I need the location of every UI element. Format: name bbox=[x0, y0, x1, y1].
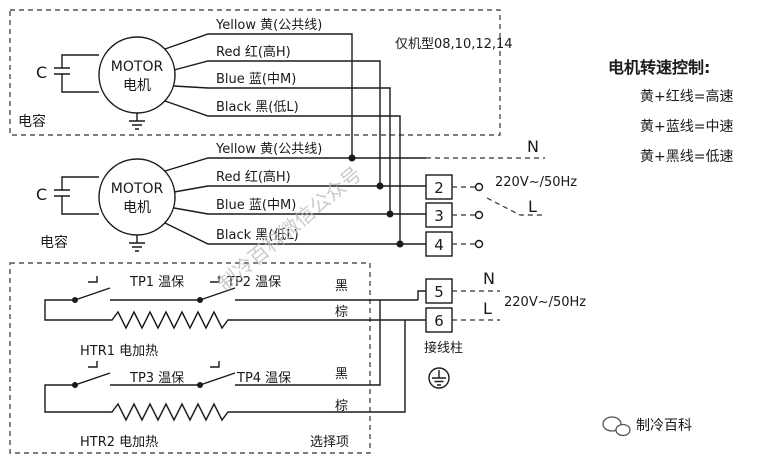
motor-bottom-symbol bbox=[98, 158, 176, 236]
htr2-resistor bbox=[44, 320, 406, 422]
heater-terminal-block: 5 6 N L 220V~/50Hz 接线柱 bbox=[417, 269, 586, 389]
wire-top-blue-label: Blue 蓝(中M) bbox=[216, 72, 296, 87]
wire-top-yellow bbox=[164, 33, 353, 158]
speed-legend: 电机转速控制: 黄+红线=高速 黄+蓝线=中速 黄+黑线=低速 bbox=[608, 58, 733, 165]
heater-enclosure bbox=[9, 262, 371, 454]
wire-bottom-red bbox=[173, 185, 426, 193]
motor-top-enclosure bbox=[9, 9, 501, 136]
htr1-resistor bbox=[44, 305, 418, 330]
htr1-label: HTR1 电加热 bbox=[80, 344, 158, 359]
motor-top: MOTOR 电机 C 电容 Yellow 黄(公共线) Red 红(高H) Bl… bbox=[18, 18, 513, 244]
motor-top-label-cn: 电机 bbox=[123, 78, 151, 94]
wire-top-black bbox=[164, 100, 401, 244]
motor-bottom: MOTOR 电机 C 电容 Yellow 黄(公共线) Red 红(高H) Bl… bbox=[36, 142, 426, 252]
model-note: 仅机型08,10,12,14 bbox=[395, 37, 513, 52]
htr2-label: HTR2 电加热 bbox=[80, 435, 158, 450]
legend-row-low: 黄+黑线=低速 bbox=[640, 148, 733, 165]
terminal-4 bbox=[425, 231, 453, 257]
tp2-label: TP2 温保 bbox=[226, 275, 281, 290]
optional-label: 选择项 bbox=[310, 435, 349, 450]
wechat-icon bbox=[602, 416, 622, 432]
wire-top-yellow-label: Yellow 黄(公共线) bbox=[215, 18, 322, 33]
legend-row-mid: 黄+蓝线=中速 bbox=[640, 118, 733, 135]
tp4-label: TP4 温保 bbox=[236, 371, 291, 386]
motor-terminal-block: 2 3 4 N L 220V~/50Hz bbox=[425, 137, 577, 257]
motor-power-l: L bbox=[528, 197, 537, 216]
htr1-black-label: 黑 bbox=[335, 279, 348, 294]
capacitor-bottom-letter: C bbox=[36, 185, 47, 204]
heater-htr1: TP1 温保 TP2 温保 HTR1 电加热 黑 棕 bbox=[44, 275, 418, 359]
switch-contact-low bbox=[474, 239, 484, 249]
speed-switch bbox=[486, 197, 545, 216]
wire-bottom-black-label: Black 黑(低L) bbox=[216, 228, 299, 243]
wire-bottom-black bbox=[164, 222, 426, 245]
ground-bottom-icon bbox=[129, 235, 145, 252]
wire-bottom-blue bbox=[173, 207, 426, 215]
htr2-brown-label: 棕 bbox=[335, 399, 348, 414]
wire-top-red bbox=[173, 60, 381, 186]
wire-bottom-yellow-label: Yellow 黄(公共线) bbox=[215, 142, 322, 157]
wire-bottom-red-label: Red 红(高H) bbox=[216, 169, 291, 185]
switch-contact-mid bbox=[474, 210, 484, 220]
terminal-4-label: 4 bbox=[434, 236, 444, 254]
terminal-block-label: 接线柱 bbox=[424, 340, 463, 356]
motor-power-n: N bbox=[527, 137, 539, 156]
junction-dots bbox=[348, 154, 404, 248]
motor-bottom-label-cn: 电机 bbox=[123, 200, 151, 216]
tp3-label: TP3 温保 bbox=[129, 371, 184, 386]
legend-row-high: 黄+红线=高速 bbox=[640, 88, 733, 105]
switch-contact-high bbox=[474, 182, 484, 192]
terminal-6-label: 6 bbox=[434, 312, 444, 330]
motor-top-symbol bbox=[98, 36, 176, 114]
wire-top-blue bbox=[173, 85, 391, 214]
motor-bottom-label: MOTOR bbox=[111, 181, 164, 197]
ground-top-icon bbox=[129, 113, 145, 130]
capacitor-bottom bbox=[54, 176, 99, 215]
heater-power-voltage: 220V~/50Hz bbox=[504, 295, 586, 310]
motor-power-voltage: 220V~/50Hz bbox=[495, 175, 577, 190]
terminal-2-label: 2 bbox=[434, 179, 444, 197]
terminal-3 bbox=[425, 202, 453, 228]
wire-top-red-label: Red 红(高H) bbox=[216, 44, 291, 60]
wire-bottom-yellow bbox=[164, 157, 426, 172]
wire-bottom-blue-label: Blue 蓝(中M) bbox=[216, 198, 296, 213]
wire-top-black-label: Black 黑(低L) bbox=[216, 100, 299, 115]
heater-power-l: L bbox=[483, 299, 492, 318]
htr1-brown-label: 棕 bbox=[335, 305, 348, 320]
ground-icon bbox=[428, 367, 450, 389]
capacitor-bottom-label: 电容 bbox=[40, 234, 68, 251]
htr2-black-label: 黑 bbox=[335, 367, 348, 382]
terminal-2 bbox=[425, 174, 453, 200]
capacitor-top-letter: C bbox=[36, 63, 47, 82]
capacitor-top-label: 电容 bbox=[18, 113, 46, 130]
heater-power-n: N bbox=[483, 269, 495, 288]
brand-logo: 制冷百科 bbox=[602, 416, 692, 437]
brand-name: 制冷百科 bbox=[636, 418, 692, 434]
motor-top-label: MOTOR bbox=[111, 59, 164, 75]
legend-title: 电机转速控制: bbox=[608, 58, 710, 77]
capacitor-top bbox=[54, 54, 99, 93]
tp1-label: TP1 温保 bbox=[129, 275, 184, 290]
terminal-5-label: 5 bbox=[434, 283, 444, 301]
heater-htr2: TP3 温保 TP4 温保 HTR2 电加热 黑 棕 选择项 bbox=[44, 300, 406, 450]
terminal-3-label: 3 bbox=[434, 207, 444, 225]
